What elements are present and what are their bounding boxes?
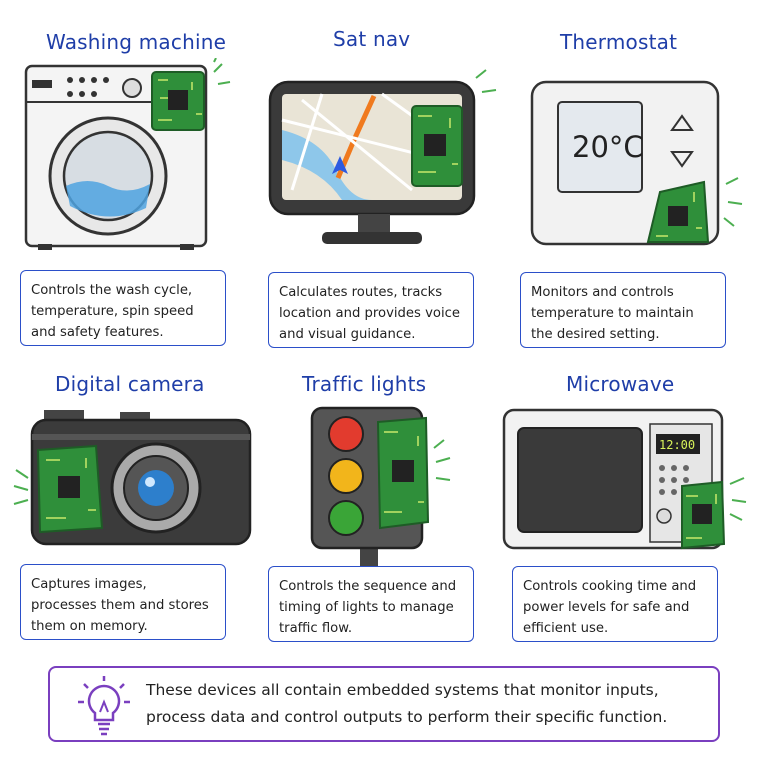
washing-machine-title: Washing machine: [46, 30, 227, 54]
microwave-title: Microwave: [566, 372, 675, 396]
thermostat-illustration: [530, 80, 743, 246]
sat-nav-description: Calculates routes, tracks location and p…: [268, 272, 474, 348]
circuit-board-icon: [646, 180, 710, 243]
circuit-board-icon: [151, 71, 205, 131]
microwave-illustration: [502, 408, 747, 550]
circuit-board-icon: [376, 416, 430, 530]
traffic-lights-title: Traffic lights: [302, 372, 427, 396]
digital-camera-description: Captures images, processes them and stor…: [20, 564, 226, 640]
digital-camera-illustration: [13, 410, 252, 546]
washing-machine-description: Controls the wash cycle, temperature, sp…: [20, 270, 226, 346]
sat-nav-illustration: [268, 69, 497, 244]
circuit-board-icon: [411, 105, 463, 187]
digital-camera-title: Digital camera: [55, 372, 205, 396]
washing-machine-illustration: [24, 58, 231, 250]
lightbulb-icon: [78, 676, 130, 736]
traffic-lights-illustration: [310, 406, 451, 566]
summary-text: These devices all contain embedded syste…: [146, 681, 668, 726]
sat-nav-title: Sat nav: [333, 27, 411, 51]
thermostat-title: Thermostat: [560, 30, 678, 54]
circuit-board-icon: [36, 444, 104, 534]
microwave-description: Controls cooking time and power levels f…: [512, 566, 718, 642]
thermostat-description: Monitors and controls temperature to mai…: [520, 272, 726, 348]
microwave-display: 12:00: [659, 438, 696, 452]
circuit-board-icon: [681, 480, 726, 550]
thermostat-display: 20°C: [572, 130, 644, 164]
summary-box: These devices all contain embedded syste…: [48, 666, 720, 742]
traffic-lights-description: Controls the sequence and timing of ligh…: [268, 566, 474, 642]
